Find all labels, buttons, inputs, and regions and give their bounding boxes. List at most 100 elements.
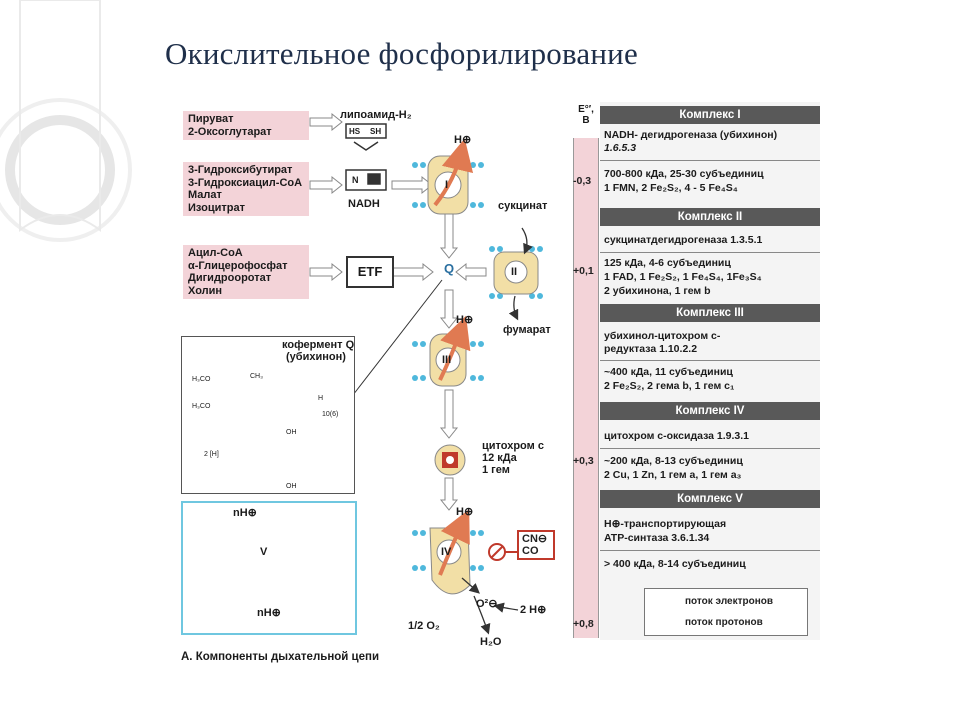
complex-v-header: Комплекс V [600, 490, 820, 508]
complex-iv-line: 2 Cu, 1 Zn, 1 гем a, 1 гем a₃ [604, 469, 742, 481]
complex-ii-line: сукцинатдегидрогеназа 1.3.5.1 [604, 234, 763, 246]
potential-scale-bar [573, 138, 599, 638]
figure-caption: А. Компоненты дыхательной цепи [181, 651, 380, 663]
succinate-label: сукцинат [498, 200, 548, 212]
membrane-complex-II [489, 227, 543, 321]
separator [600, 448, 820, 449]
cytochrome-c-label-1: цитохром с [482, 440, 544, 452]
substrate-item: 3-Гидроксибутират [188, 164, 293, 176]
complex-i-line: 1 FMN, 2 Fe₂S₂, 4 - 5 Fe₄S₄ [604, 182, 738, 194]
substrate-item: 2-Оксоглутарат [188, 125, 272, 138]
cytochrome-c-label-3: 1 гем [482, 464, 510, 476]
substrate-item: Холин [188, 284, 223, 297]
substrate-item: Пируват [188, 113, 234, 125]
substrates-group-1: Пируват 2-Оксоглутарат [183, 111, 309, 140]
substrate-item: Изоцитрат [188, 201, 245, 214]
complex-iii-line: 2 Fe₂S₂, 2 гема b, 1 гем c₁ [604, 380, 735, 392]
nh-label-bottom: nH⊕ [257, 607, 281, 619]
complex-ii-line: 1 FAD, 1 Fe₂S₂, 1 Fe₄S₄, 1Fe₃S₄ [604, 271, 762, 283]
coenzyme-q-title: кофермент Q [282, 339, 355, 351]
substrates-group-2: 3-Гидроксибутират 3-Гидроксиацил-СоА Мал… [183, 162, 309, 216]
complex-v-panel: nH⊕ V nH⊕ [181, 501, 357, 635]
complex-iv-numeral: IV [441, 546, 452, 558]
lipoamide-label: липоамид-H₂ [340, 109, 412, 121]
substrates-group-3: Ацил-СоА α-Глицерофосфат Дигидрооротат Х… [183, 245, 309, 299]
half-o2-label: 1/2 O₂ [408, 620, 440, 632]
proton-label-i: H⊕ [454, 134, 472, 146]
proton-label-iv: H⊕ [456, 506, 474, 518]
complex-v-line: ATP-синтаза 3.6.1.34 [604, 532, 710, 544]
complex-v-line: > 400 кДа, 8-14 субъединиц [604, 558, 746, 570]
separator [600, 360, 820, 361]
complex-ii-header: Комплекс II [600, 208, 820, 226]
two-h-plus-label: 2 H⊕ [520, 604, 547, 616]
cytochrome-c-icon [434, 444, 466, 476]
membrane-complex-III [412, 315, 484, 387]
sh-label: SH [370, 127, 382, 136]
separator [600, 252, 820, 253]
q-label: Q [444, 261, 455, 276]
legend-electron-flow: поток электронов [685, 596, 774, 607]
potential-tick: +0,1 [573, 265, 594, 277]
etf-box: ETF [346, 256, 394, 288]
page-title: Окислительное фосфорилирование [165, 36, 638, 71]
substrate-item: Ацил-СоА [188, 247, 243, 259]
inhibitor-cn: CN⊖ [522, 533, 548, 545]
complex-iv-line: цитохром с-оксидаза 1.9.3.1 [604, 430, 750, 442]
hs-label: HS [349, 127, 361, 136]
chem-oh-1: OH [286, 429, 297, 436]
complex-i-ec: 1.6.5.3 [604, 142, 637, 154]
potential-header: E°′, В [576, 104, 596, 126]
legend-proton-flow: поток протонов [685, 617, 763, 628]
membrane-complex-I [412, 138, 484, 215]
n-label: N [352, 175, 359, 185]
chem-h: H [318, 395, 324, 402]
potential-tick: +0,3 [573, 455, 594, 467]
complex-v-line: H⊕-транспортирующая [604, 518, 727, 530]
substrate-item: 3-Гидроксиацил-СоА [188, 176, 303, 189]
coenzyme-q-subtitle: (убихинон) [286, 351, 346, 363]
o2-ion-label: O²⊖ [476, 598, 498, 610]
potential-tick: +0,8 [573, 618, 594, 630]
proton-label-iii: H⊕ [456, 314, 474, 326]
nh-label-top: nH⊕ [233, 507, 257, 519]
substrate-arrows [309, 112, 487, 511]
substrate-item: Дигидрооротат [188, 272, 272, 284]
separator [600, 160, 820, 161]
lipoamide-icon [345, 123, 387, 151]
separator [600, 550, 820, 551]
complex-i-header: Комплекс I [600, 106, 820, 124]
coenzyme-q-panel: кофермент Q (убихинон) H₃CO H₃CO CH₃ H 1… [181, 336, 355, 494]
chem-h3co-2: H₃CO [192, 403, 211, 410]
chem-n10: 10(6) [322, 411, 339, 418]
nadh-icon [345, 169, 387, 191]
legend: поток электронов поток протонов [644, 588, 808, 636]
complex-i-line: 700-800 кДа, 25-30 субъединиц [604, 168, 764, 180]
complex-ii-numeral: II [511, 266, 518, 278]
complex-iii-header: Комплекс III [600, 304, 820, 322]
nadh-label: NADH [348, 198, 380, 210]
complex-ii-line: 2 убихинона, 1 гем b [604, 285, 711, 297]
potential-tick: -0,3 [573, 175, 592, 187]
inhibitor-co: CO [522, 545, 539, 557]
complex-iii-numeral: III [442, 354, 452, 366]
potential-header-e: E°′, [578, 104, 594, 115]
fumarate-label: фумарат [503, 324, 551, 336]
complex-i-numeral: I [445, 179, 449, 191]
chem-oh-2: OH [286, 483, 297, 490]
substrate-item: Малат [188, 189, 222, 201]
membrane-complex-IV [412, 509, 519, 635]
water-label: H₂O [480, 636, 502, 648]
cytochrome-c-label-2: 12 кДа [482, 452, 517, 464]
complex-iv-header: Комплекс IV [600, 402, 820, 420]
complex-iv-line: ~200 кДа, 8-13 субъединиц [604, 455, 743, 467]
complex-i-line: 1.6.5.3 [604, 142, 818, 155]
complex-iii-line: ~400 кДа, 11 субъединиц [604, 366, 733, 378]
substrate-item: α-Глицерофосфат [188, 259, 288, 272]
complex-iii-line: редуктаза 1.10.2.2 [604, 343, 698, 355]
complex-v-numeral: V [260, 546, 268, 558]
chem-ch3: CH₃ [250, 373, 263, 380]
complex-ii-line: 125 кДа, 4-6 субъединиц [604, 257, 731, 269]
complex-i-line: NADH- дегидрогеназа (убихинон) [604, 129, 778, 141]
complex-iii-line: убихинол-цитохром с- [604, 330, 721, 342]
